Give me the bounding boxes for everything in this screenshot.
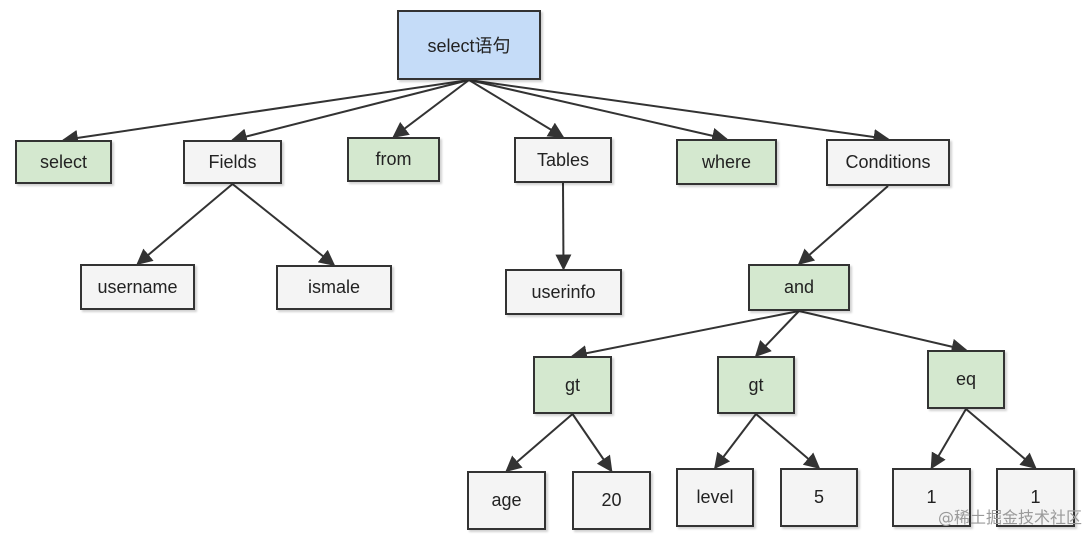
node-username: username <box>80 264 195 310</box>
edge-gt2-level <box>714 413 757 470</box>
node-n5: 5 <box>780 468 858 527</box>
edge-and-gt1 <box>570 310 800 362</box>
node-where: where <box>676 139 777 185</box>
node-ismale: ismale <box>276 265 392 310</box>
edge-root-fields <box>230 79 470 145</box>
edge-and-gt2 <box>754 310 800 358</box>
node-conditions: Conditions <box>826 139 950 186</box>
edge-gt2-n5 <box>755 413 821 470</box>
edge-root-select <box>61 79 470 146</box>
edge-conditions-and <box>797 185 889 266</box>
edge-root-conditions <box>468 79 890 145</box>
node-gt2: gt <box>717 356 795 414</box>
node-userinfo: userinfo <box>505 269 622 315</box>
node-level: level <box>676 468 754 527</box>
edge-and-eq <box>798 310 968 355</box>
node-age: age <box>467 471 546 530</box>
edge-fields-ismale <box>231 183 336 266</box>
watermark: @稀土掘金技术社区 <box>937 508 1082 527</box>
edge-root-from <box>392 79 470 138</box>
edge-tables-userinfo <box>555 182 572 271</box>
edge-root-tables <box>468 79 565 138</box>
node-one-a: 1 <box>892 468 971 527</box>
node-fields: Fields <box>183 140 282 184</box>
node-and: and <box>748 264 850 311</box>
edge-root-where <box>468 79 729 144</box>
edge-eq-one_a <box>930 408 967 470</box>
edge-gt1-n20 <box>571 413 613 473</box>
node-one-b: 1 <box>996 468 1075 527</box>
node-gt1: gt <box>533 356 612 414</box>
node-root: select语句 <box>397 10 541 80</box>
node-tables: Tables <box>514 137 612 183</box>
edge-fields-username <box>136 183 234 266</box>
edge-gt1-age <box>505 413 574 473</box>
node-n20: 20 <box>572 471 651 530</box>
edge-eq-one_b <box>965 408 1037 470</box>
node-eq: eq <box>927 350 1005 409</box>
node-select: select <box>15 140 112 184</box>
node-from: from <box>347 137 440 182</box>
